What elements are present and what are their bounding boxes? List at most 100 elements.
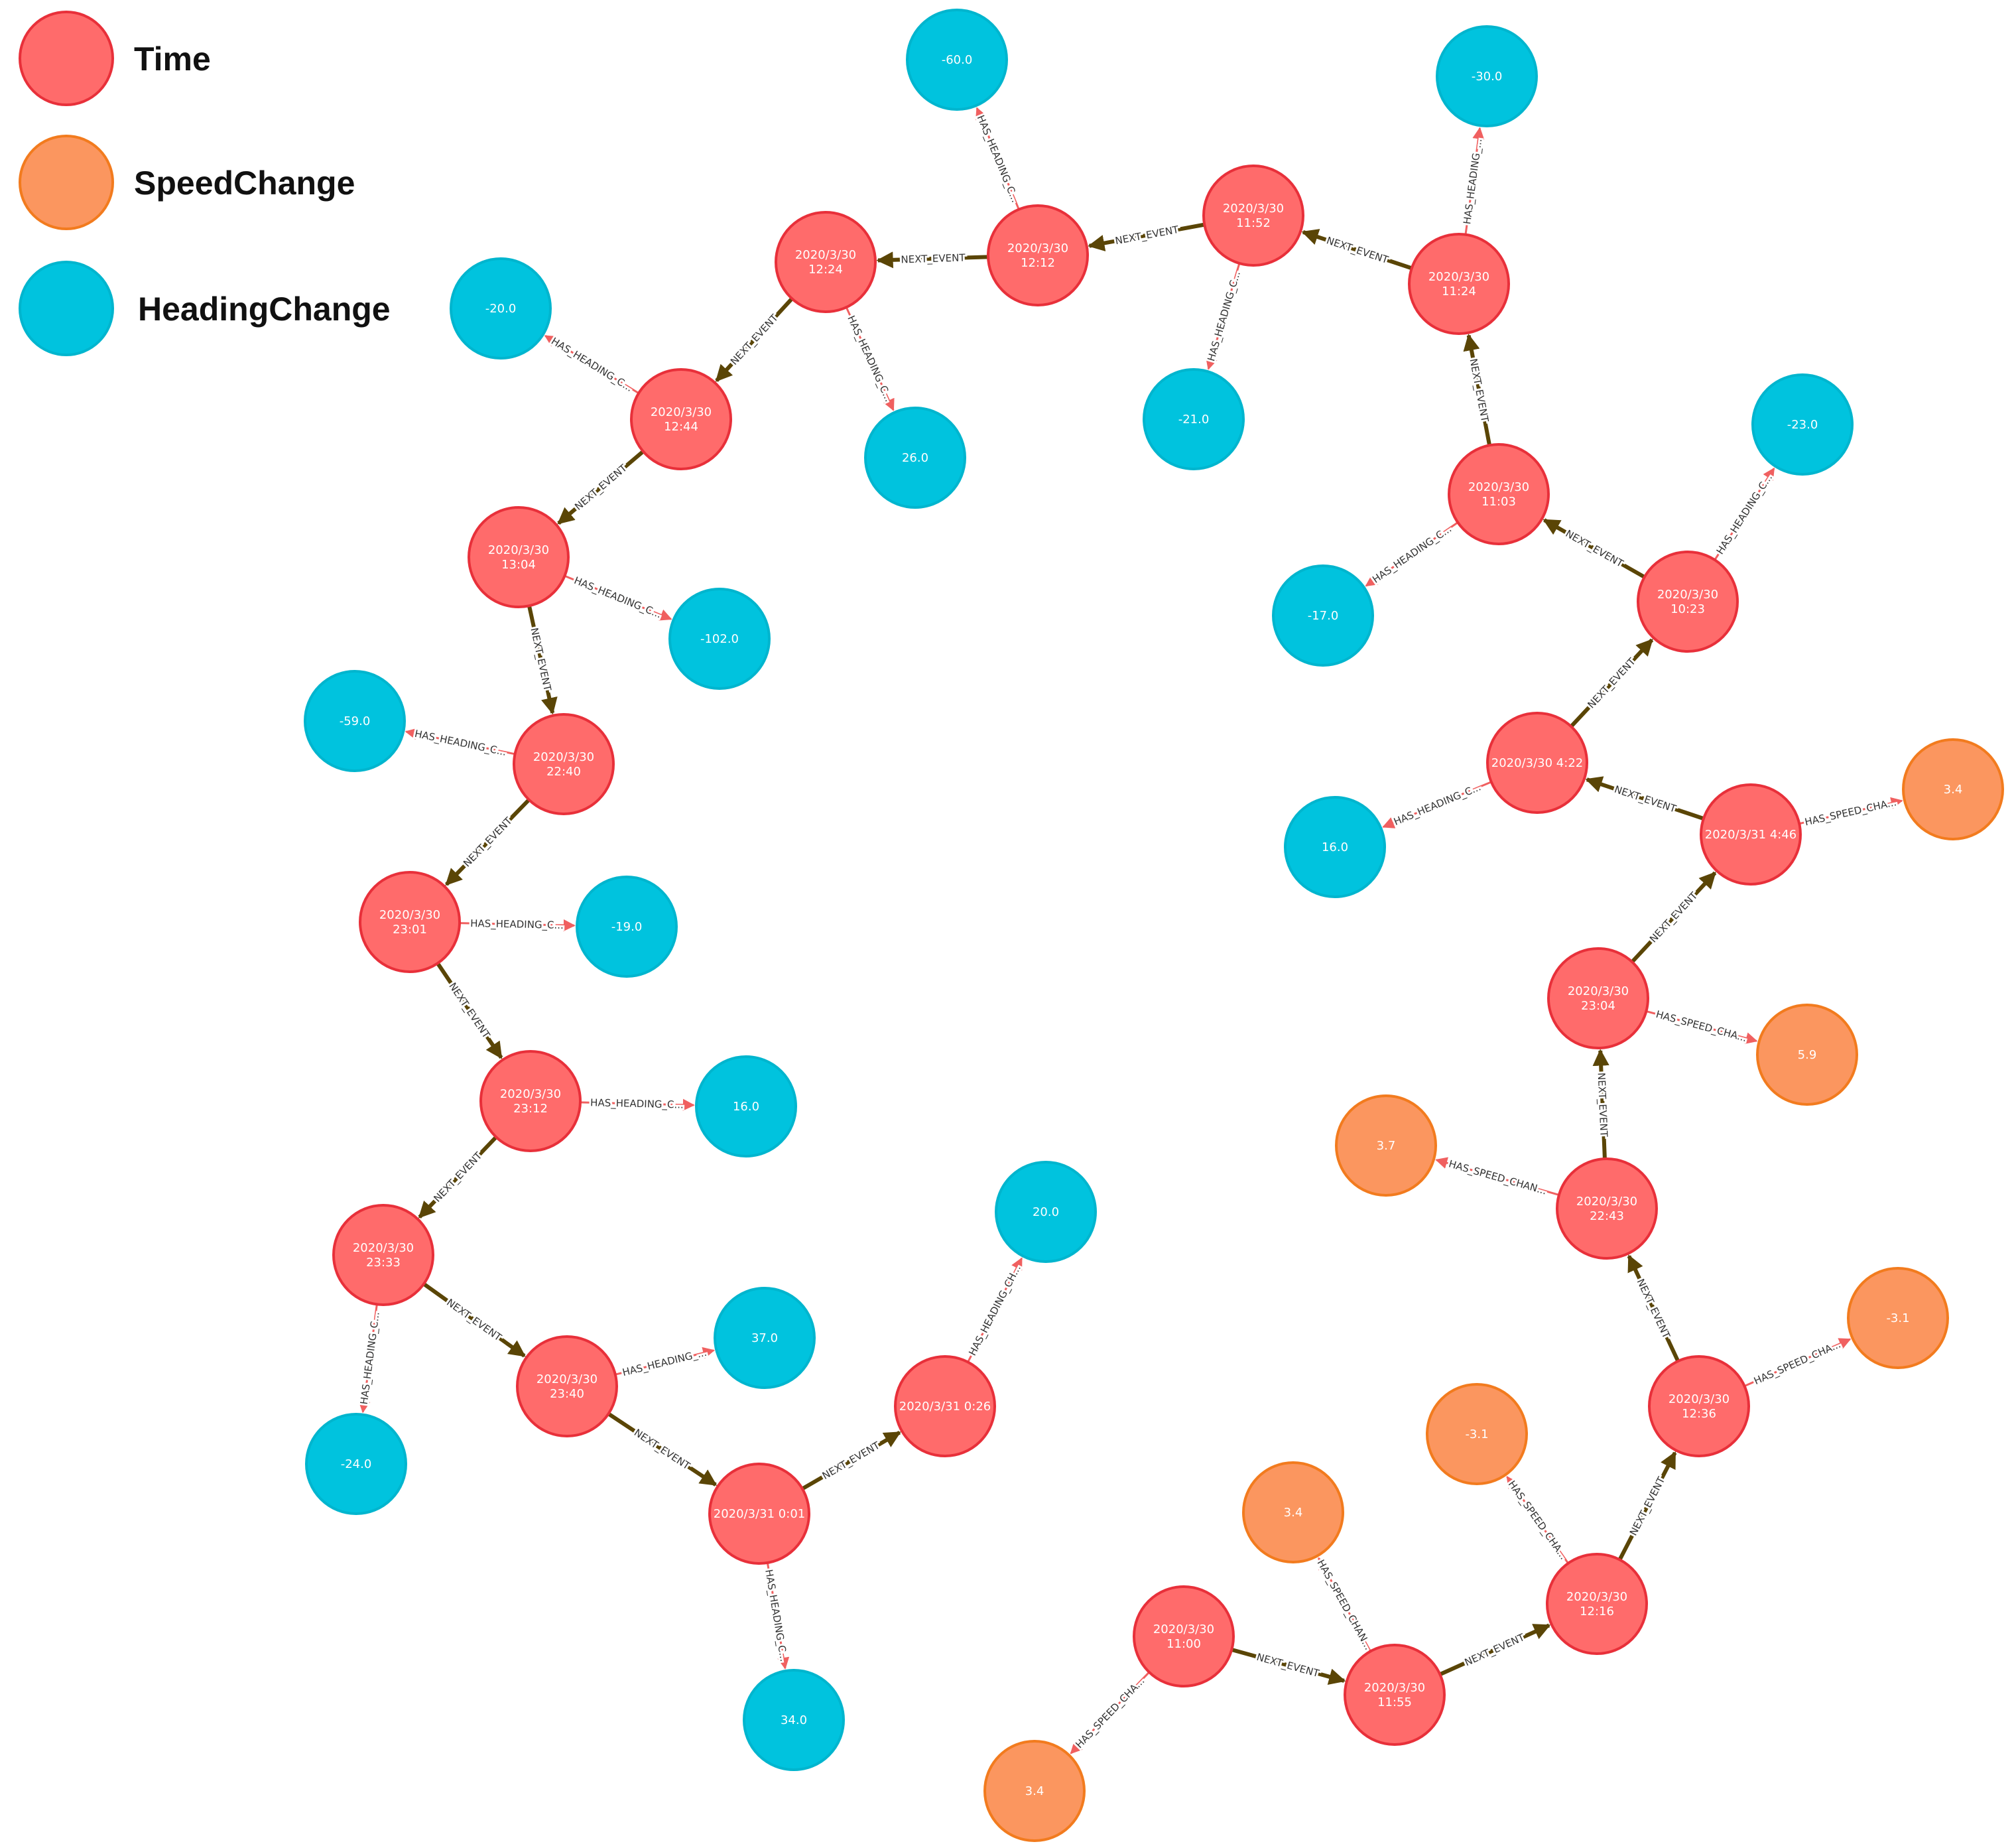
speed-node[interactable]: 5.9 bbox=[1756, 1004, 1858, 1106]
heading-node-circle[interactable] bbox=[668, 588, 771, 690]
heading-node-circle[interactable] bbox=[1436, 25, 1538, 127]
heading-node[interactable]: 16.0 bbox=[1284, 796, 1386, 898]
time-node-circle[interactable] bbox=[894, 1355, 996, 1457]
next-event-edge-t1124-t1152 bbox=[1301, 229, 1413, 271]
time-node-circle[interactable] bbox=[1133, 1585, 1235, 1687]
speed-node-circle[interactable] bbox=[1335, 1094, 1437, 1197]
heading-node[interactable]: -17.0 bbox=[1272, 564, 1374, 667]
time-node-circle[interactable] bbox=[479, 1050, 582, 1152]
time-node-circle[interactable] bbox=[332, 1204, 434, 1306]
heading-node-circle[interactable] bbox=[743, 1669, 845, 1771]
edge-label: HAS_HEADING_... bbox=[621, 1347, 708, 1379]
heading-node[interactable]: -24.0 bbox=[305, 1413, 407, 1515]
time-node-circle[interactable] bbox=[708, 1463, 810, 1565]
speed-node-label: 3.4 bbox=[1284, 1506, 1303, 1520]
speed-node-circle[interactable] bbox=[983, 1740, 1086, 1842]
heading-node[interactable]: -23.0 bbox=[1751, 373, 1854, 476]
edge-label: NEXT_EVENT bbox=[1585, 655, 1639, 711]
heading-node[interactable]: -20.0 bbox=[450, 257, 552, 360]
heading-node-circle[interactable] bbox=[714, 1287, 816, 1389]
time-node-circle[interactable] bbox=[359, 871, 461, 973]
time-node[interactable]: 2020/3/31 0:01 bbox=[708, 1463, 810, 1565]
heading-node-circle[interactable] bbox=[695, 1055, 797, 1157]
speed-node[interactable]: 3.4 bbox=[983, 1740, 1086, 1842]
speed-node[interactable]: 3.4 bbox=[1902, 738, 2004, 840]
heading-node-circle[interactable] bbox=[1751, 373, 1854, 476]
heading-node[interactable]: -21.0 bbox=[1143, 368, 1245, 470]
heading-node[interactable]: -59.0 bbox=[304, 670, 406, 772]
heading-node-circle[interactable] bbox=[576, 876, 678, 978]
heading-node[interactable]: 37.0 bbox=[714, 1287, 816, 1389]
heading-node-circle[interactable] bbox=[995, 1161, 1097, 1263]
time-node-circle[interactable] bbox=[1637, 551, 1739, 653]
heading-node-circle[interactable] bbox=[304, 670, 406, 772]
speed-node-circle[interactable] bbox=[1756, 1004, 1858, 1106]
time-node-circle[interactable] bbox=[1546, 1553, 1648, 1655]
time-node-circle[interactable] bbox=[1344, 1644, 1446, 1746]
edge-label: HAS_HEADING_C... bbox=[974, 113, 1021, 204]
heading-node[interactable]: 26.0 bbox=[864, 407, 966, 509]
speed-node[interactable]: -3.1 bbox=[1426, 1383, 1528, 1485]
speed-node[interactable]: -3.1 bbox=[1847, 1267, 1949, 1369]
speed-node-circle[interactable] bbox=[1847, 1267, 1949, 1369]
heading-node-circle[interactable] bbox=[305, 1413, 407, 1515]
heading-node[interactable]: -102.0 bbox=[668, 588, 771, 690]
speed-node-circle[interactable] bbox=[1242, 1461, 1344, 1563]
time-node-circle[interactable] bbox=[516, 1335, 618, 1437]
heading-node[interactable]: -19.0 bbox=[576, 876, 678, 978]
time-node-circle[interactable] bbox=[1448, 443, 1550, 545]
heading-node[interactable]: 20.0 bbox=[995, 1161, 1097, 1263]
time-node-circle[interactable] bbox=[630, 368, 732, 470]
heading-node[interactable]: 16.0 bbox=[695, 1055, 797, 1157]
time-node-circle[interactable] bbox=[1547, 947, 1649, 1049]
speed-node-circle[interactable] bbox=[1902, 738, 2004, 840]
edge-label: HAS_SPEED_CHA... bbox=[1752, 1338, 1843, 1388]
time-node-circle[interactable] bbox=[513, 713, 615, 815]
heading-node-circle[interactable] bbox=[1284, 796, 1386, 898]
speed-node-circle[interactable] bbox=[1426, 1383, 1528, 1485]
heading-node-circle[interactable] bbox=[864, 407, 966, 509]
time-node-circle[interactable] bbox=[1202, 165, 1304, 267]
has-change-edge-t31_0026-h_20 bbox=[967, 1257, 1023, 1363]
time-node-label: 11:03 bbox=[1481, 495, 1516, 509]
time-node-circle[interactable] bbox=[1648, 1355, 1750, 1457]
heading-node[interactable]: 34.0 bbox=[743, 1669, 845, 1771]
time-node[interactable]: 2020/3/31 0:26 bbox=[894, 1355, 996, 1457]
time-node[interactable]: 2020/3/31 4:46 bbox=[1700, 783, 1802, 886]
time-node-circle[interactable] bbox=[1408, 233, 1510, 335]
heading-node[interactable]: -30.0 bbox=[1436, 25, 1538, 127]
speed-node[interactable]: 3.7 bbox=[1335, 1094, 1437, 1197]
time-node-circle[interactable] bbox=[775, 211, 877, 313]
time-node-circle[interactable] bbox=[1486, 712, 1588, 814]
speed-node[interactable]: 3.4 bbox=[1242, 1461, 1344, 1563]
time-node[interactable]: 2020/3/30 4:22 bbox=[1486, 712, 1588, 814]
heading-node-circle[interactable] bbox=[1272, 564, 1374, 667]
time-node-circle[interactable] bbox=[987, 204, 1089, 306]
time-node-circle[interactable] bbox=[468, 506, 570, 608]
heading-node-circle[interactable] bbox=[1143, 368, 1245, 470]
time-node-circle[interactable] bbox=[1700, 783, 1802, 886]
time-node-circle[interactable] bbox=[1556, 1157, 1658, 1260]
heading-node-circle[interactable] bbox=[450, 257, 552, 360]
heading-node[interactable]: -60.0 bbox=[906, 9, 1008, 111]
heading-node-circle[interactable] bbox=[906, 9, 1008, 111]
